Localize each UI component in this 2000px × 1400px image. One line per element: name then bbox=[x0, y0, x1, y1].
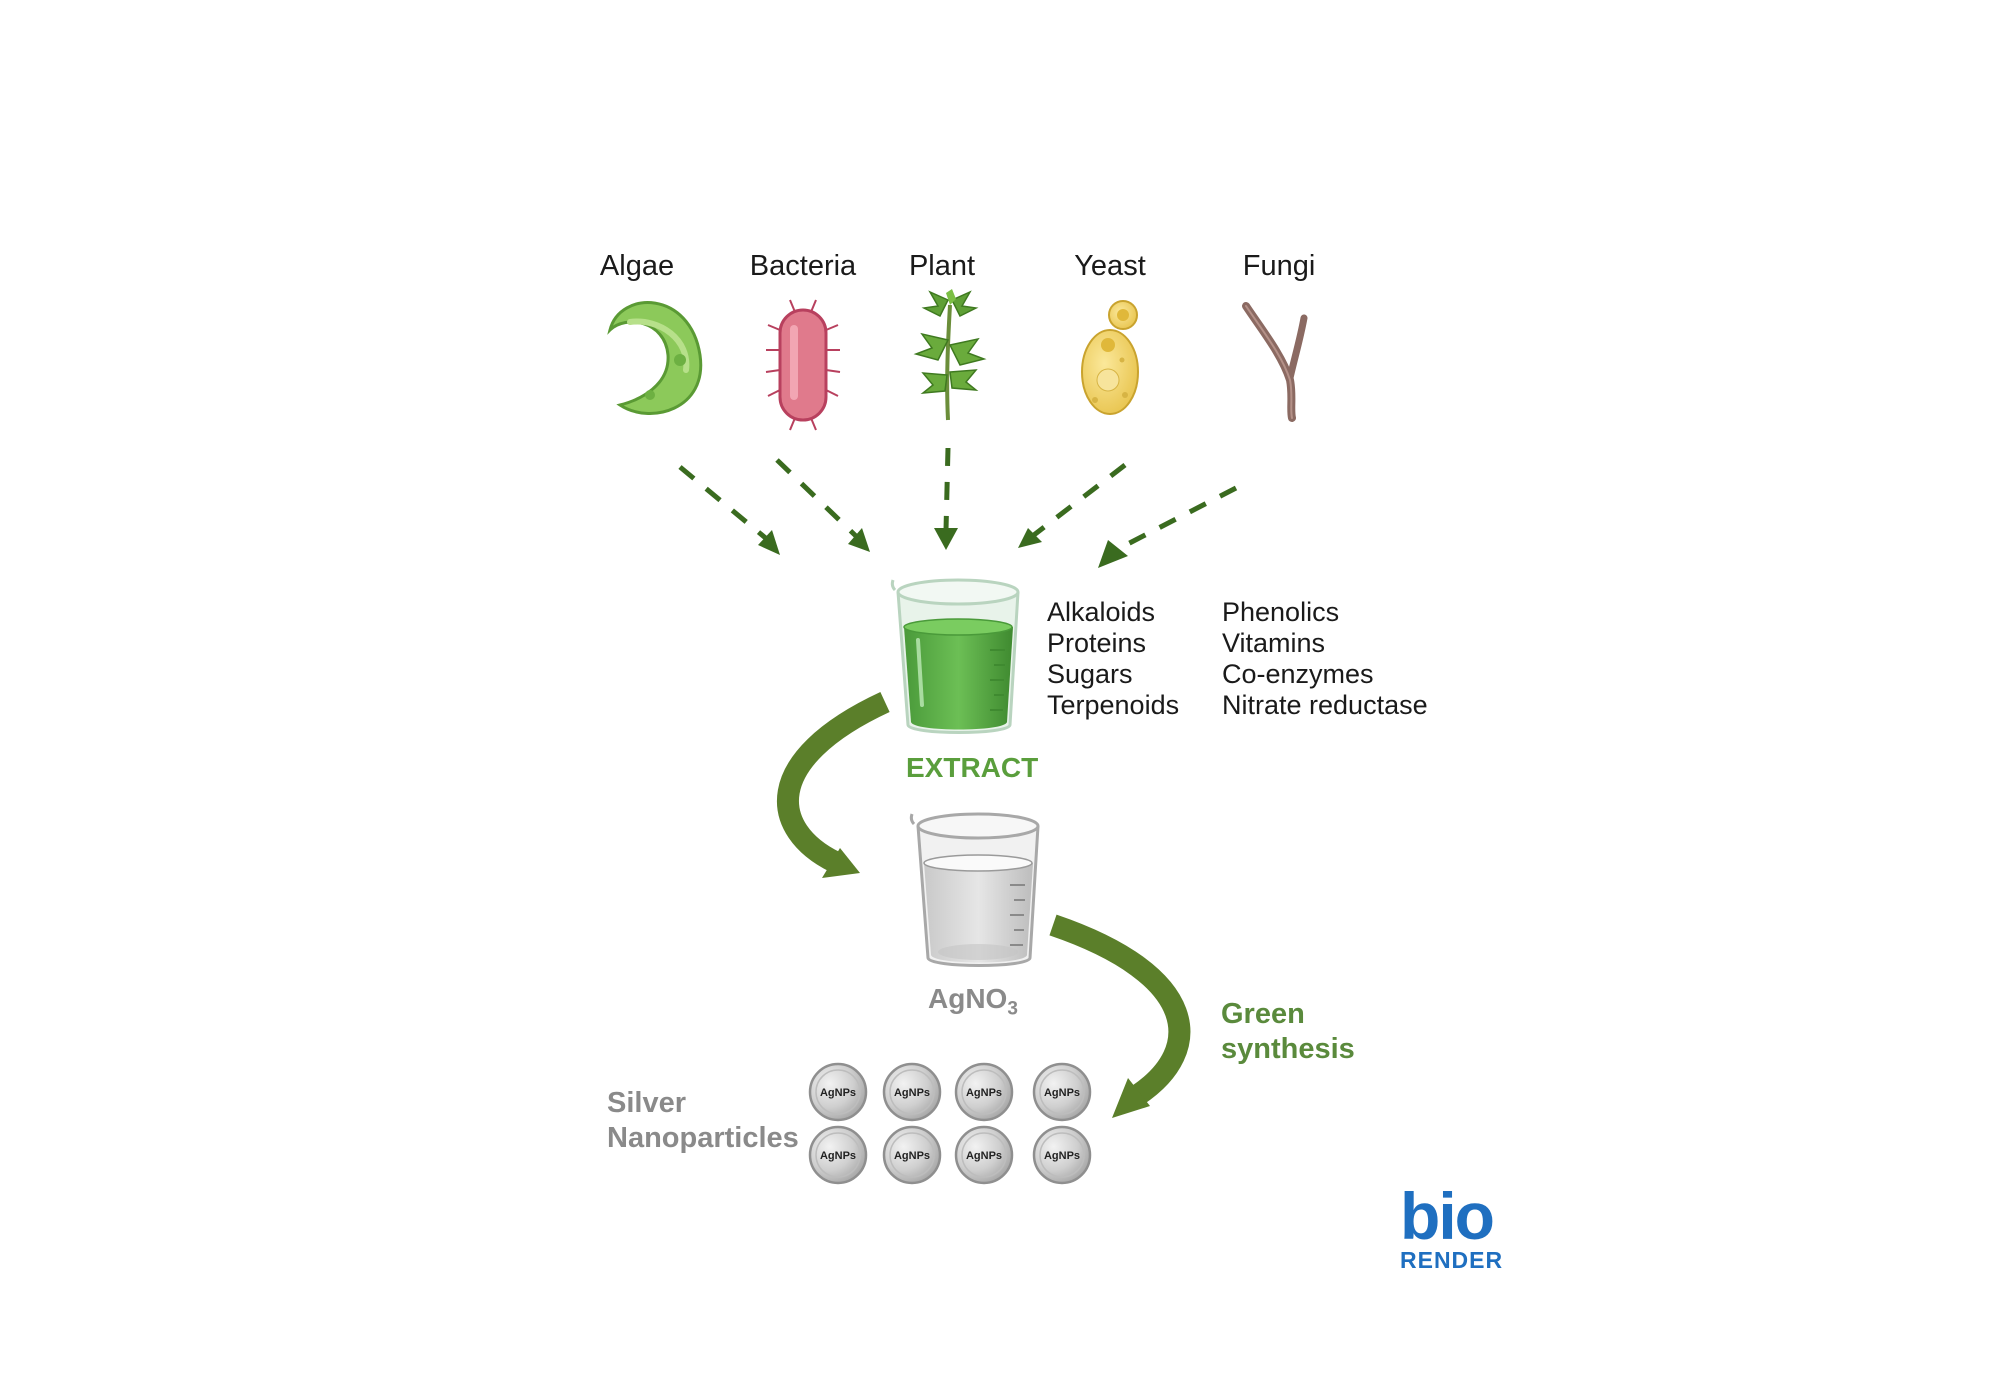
compound-list-right: Phenolics Vitamins Co-enzymes Nitrate re… bbox=[1222, 597, 1428, 721]
nanoparticle-label: AgNPs bbox=[894, 1087, 930, 1099]
arrowhead-plant bbox=[934, 528, 958, 550]
plant-icon bbox=[913, 289, 987, 421]
nanoparticle-label: AgNPs bbox=[966, 1087, 1002, 1099]
nanoparticle: AgNPs bbox=[808, 1062, 868, 1122]
reagent-beaker bbox=[909, 812, 1040, 967]
compound-item: Co-enzymes bbox=[1222, 659, 1374, 689]
nanoparticle-inner-ring bbox=[1039, 1132, 1085, 1178]
nanoparticle-inner-ring bbox=[815, 1132, 861, 1178]
process-label-line2: synthesis bbox=[1221, 1033, 1355, 1065]
dashed-arrowheads bbox=[758, 528, 1128, 568]
arrowhead-fungi bbox=[1098, 540, 1128, 568]
fungi-icon bbox=[1242, 302, 1308, 422]
dashed-arrow-fungi bbox=[1118, 485, 1238, 551]
process-label: Green synthesis bbox=[1221, 997, 1355, 1067]
nanoparticle-label: AgNPs bbox=[1044, 1087, 1080, 1099]
reagent-formula: AgNO bbox=[928, 983, 1008, 1014]
logo-bio-text: bio bbox=[1400, 1179, 1495, 1253]
nanoparticle-sphere bbox=[1032, 1062, 1092, 1122]
compound-item: Alkaloids bbox=[1047, 597, 1156, 627]
reagent-subscript: 3 bbox=[1007, 998, 1018, 1020]
compound-item: Sugars bbox=[1047, 659, 1133, 689]
dashed-arrow-bacteria bbox=[775, 458, 860, 540]
logo-render-text: RENDER bbox=[1400, 1247, 1504, 1273]
reagent-label: AgNO3 bbox=[928, 983, 1018, 1021]
label-yeast: Yeast bbox=[1074, 250, 1146, 282]
extract-label: EXTRACT bbox=[906, 752, 1039, 783]
bacteria-icon bbox=[765, 299, 841, 431]
nanoparticle-inner-ring bbox=[889, 1132, 935, 1178]
dashed-arrow-plant bbox=[943, 447, 951, 531]
dashed-arrows bbox=[678, 447, 1238, 551]
curved-arrow-synthesis bbox=[1049, 914, 1191, 1118]
label-algae: Algae bbox=[599, 250, 675, 282]
nanoparticle-label: AgNPs bbox=[820, 1150, 856, 1162]
nanoparticle-inner-ring bbox=[889, 1069, 935, 1115]
arrowhead-yeast bbox=[1018, 528, 1042, 548]
nanoparticle: AgNPs bbox=[1032, 1062, 1092, 1122]
label-bacteria: Bacteria bbox=[749, 250, 857, 282]
product-label: Silver Nanoparticles bbox=[607, 1086, 799, 1156]
compound-list-left: Alkaloids Proteins Sugars Terpenoids bbox=[1047, 597, 1179, 721]
nanoparticle-label: AgNPs bbox=[966, 1150, 1002, 1162]
compound-item: Phenolics bbox=[1222, 597, 1340, 627]
nanoparticle-sphere bbox=[808, 1062, 868, 1122]
compound-item: Proteins bbox=[1047, 628, 1147, 658]
nanoparticle-sphere bbox=[882, 1062, 942, 1122]
nanoparticle-label: AgNPs bbox=[820, 1087, 856, 1099]
biorender-logo: bio RENDER bbox=[1400, 1179, 1504, 1274]
product-label-line1: Silver bbox=[607, 1087, 686, 1119]
nanoparticle-sphere bbox=[808, 1125, 868, 1185]
nanoparticle: AgNPs bbox=[1032, 1125, 1092, 1185]
label-fungi: Fungi bbox=[1242, 250, 1316, 282]
nanoparticle-sphere bbox=[954, 1062, 1014, 1122]
nanoparticle: AgNPs bbox=[954, 1125, 1014, 1185]
compound-item: Terpenoids bbox=[1047, 690, 1180, 720]
nanoparticle-label: AgNPs bbox=[1044, 1150, 1080, 1162]
nanoparticle-inner-ring bbox=[1039, 1069, 1085, 1115]
product-label-line2: Nanoparticles bbox=[607, 1122, 799, 1154]
nanoparticle-sphere bbox=[954, 1125, 1014, 1185]
algae-icon bbox=[607, 301, 703, 415]
compound-item: Nitrate reductase bbox=[1222, 690, 1428, 720]
nanoparticle-inner-ring bbox=[815, 1069, 861, 1115]
dashed-arrow-algae bbox=[678, 465, 770, 542]
nanoparticle-inner-ring bbox=[961, 1132, 1007, 1178]
nanoparticle-sphere bbox=[882, 1125, 942, 1185]
dashed-arrow-yeast bbox=[1028, 463, 1127, 540]
curved-arrow-extract-to-reagent bbox=[777, 692, 890, 878]
nanoparticle-inner-ring bbox=[961, 1069, 1007, 1115]
compound-item: Vitamins bbox=[1222, 628, 1326, 658]
yeast-icon bbox=[1081, 300, 1139, 415]
nanoparticle: AgNPs bbox=[954, 1062, 1014, 1122]
nanoparticle: AgNPs bbox=[882, 1125, 942, 1185]
process-label-line1: Green bbox=[1221, 998, 1305, 1030]
nanoparticle: AgNPs bbox=[882, 1062, 942, 1122]
extract-beaker bbox=[890, 578, 1020, 734]
arrowhead-algae bbox=[758, 530, 780, 555]
nanoparticle: AgNPs bbox=[808, 1125, 868, 1185]
label-plant: Plant bbox=[908, 250, 976, 282]
arrowhead-bacteria bbox=[848, 528, 870, 552]
nanoparticle-sphere bbox=[1032, 1125, 1092, 1185]
nanoparticle-label: AgNPs bbox=[894, 1150, 930, 1162]
